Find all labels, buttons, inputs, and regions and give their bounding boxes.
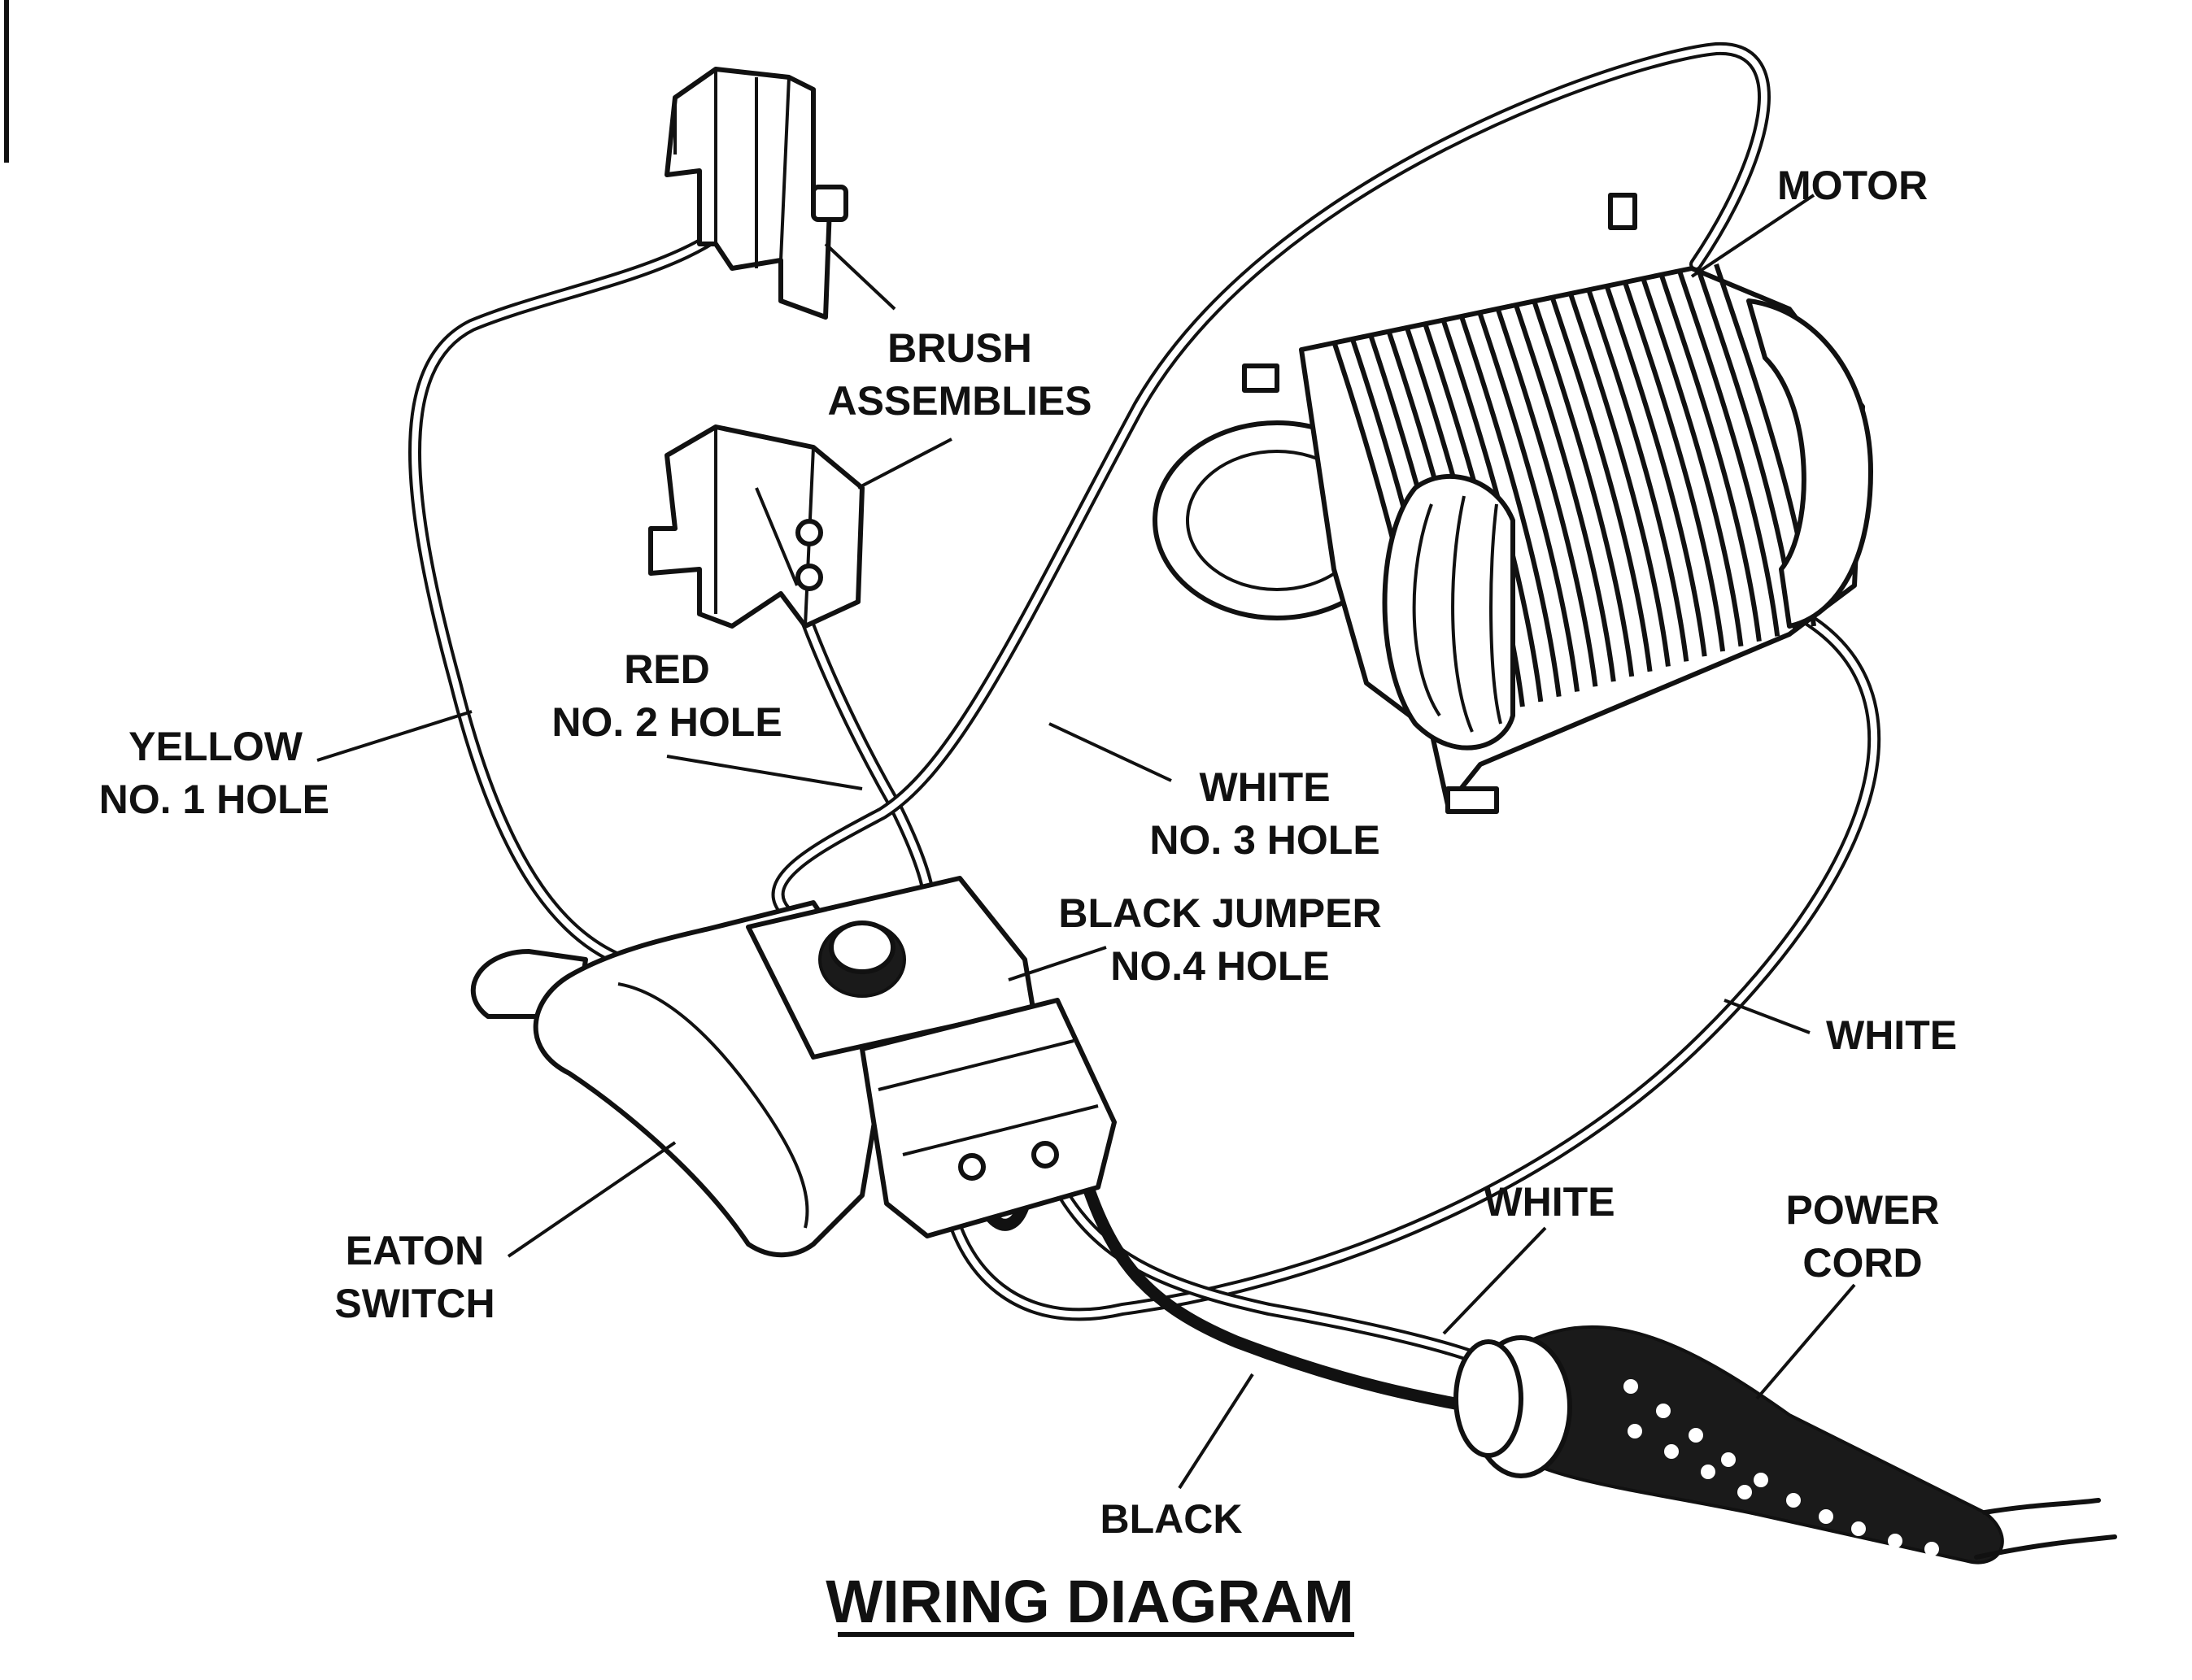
label-white-cord: WHITE [1484, 1179, 1615, 1225]
leader-white-motor [1724, 999, 1811, 1034]
leader-black [1178, 1373, 1254, 1490]
power-cord [1453, 1325, 2117, 1565]
cord-dot [1721, 1452, 1736, 1467]
white-motor-wire-core [944, 615, 1878, 1318]
leader-brush-lower [857, 437, 952, 490]
black-cord-wire [1071, 1148, 1503, 1417]
label-brush-line1: BRUSH [887, 325, 1032, 371]
cord-dot [1786, 1493, 1801, 1508]
label-white-motor: WHITE [1826, 1012, 1957, 1058]
label-white3-line2: NO. 3 HOLE [1149, 817, 1379, 863]
leader-lines [316, 194, 1856, 1490]
leader-motor [1690, 194, 1815, 278]
white-cord-wire-core [1042, 1156, 1500, 1369]
lower-brush-assembly [648, 424, 865, 629]
lamination-line [1513, 303, 1616, 682]
motor [1153, 193, 1873, 814]
cord-dots [1623, 1379, 1939, 1556]
cord-dot [1664, 1444, 1679, 1459]
label-power-line2: CORD [1802, 1240, 1922, 1286]
cord-dot [1628, 1424, 1642, 1438]
cord-dot [1701, 1465, 1715, 1479]
lamination-line [1586, 289, 1689, 662]
lamination-line [1458, 315, 1562, 698]
leader-white-cord [1442, 1226, 1547, 1335]
cord-dot [1924, 1542, 1939, 1556]
label-brush-line2: ASSEMBLIES [827, 378, 1092, 424]
label-jumper-line2: NO.4 HOLE [1110, 943, 1329, 989]
label-red-line2: NO. 2 HOLE [551, 699, 782, 745]
white-no3-wire-core [774, 45, 1767, 914]
upper-brush-assembly [665, 67, 848, 320]
yellow-wire-core [412, 184, 764, 967]
lamination-line [1604, 285, 1707, 657]
label-red-line1: RED [624, 646, 710, 692]
leader-white3 [1048, 722, 1172, 782]
lamination-line [1532, 300, 1635, 677]
cord-dot [1737, 1485, 1752, 1499]
cord-dot [1689, 1428, 1703, 1443]
lamination-line [1549, 296, 1653, 672]
cord-dot [1851, 1521, 1866, 1536]
label-black: BLACK [1100, 1496, 1243, 1542]
leader-eaton [507, 1141, 677, 1258]
cord-dot [1888, 1534, 1902, 1548]
lamination-line [1568, 293, 1671, 667]
label-motor: MOTOR [1777, 163, 1928, 208]
label-yellow-line2: NO. 1 HOLE [99, 777, 329, 822]
cord-dot [1819, 1509, 1833, 1524]
cord-dot [1656, 1404, 1671, 1418]
leader-brush-upper [824, 242, 896, 311]
leader-yellow [316, 710, 473, 762]
label-power-line1: POWER [1786, 1187, 1940, 1233]
cord-dot [1623, 1379, 1638, 1394]
label-eaton-line1: EATON [346, 1228, 484, 1273]
lamination-line [1641, 278, 1744, 647]
cord-dot [1754, 1473, 1768, 1487]
lamination-line [1495, 307, 1598, 687]
label-yellow-line1: YELLOW [129, 724, 303, 769]
lamination-line [1677, 271, 1780, 637]
lamination-line [1659, 274, 1762, 642]
leader-power-cord [1755, 1283, 1856, 1400]
lamination-line [1477, 311, 1580, 692]
diagram-title: WIRING DIAGRAM [826, 1568, 1354, 1635]
white-cord-wire [1039, 1152, 1503, 1373]
lamination-line [1623, 281, 1726, 652]
leader-red [666, 755, 863, 790]
leader-jumper [1008, 946, 1107, 981]
white-motor-wire [941, 612, 1881, 1321]
labels: MOTOR BRUSH ASSEMBLIES RED NO. 2 HOLE YE… [99, 163, 1957, 1637]
label-eaton-line2: SWITCH [334, 1281, 495, 1326]
label-jumper-line1: BLACK JUMPER [1058, 890, 1381, 936]
eaton-switch [470, 876, 1117, 1258]
label-white3-line1: WHITE [1199, 764, 1330, 810]
